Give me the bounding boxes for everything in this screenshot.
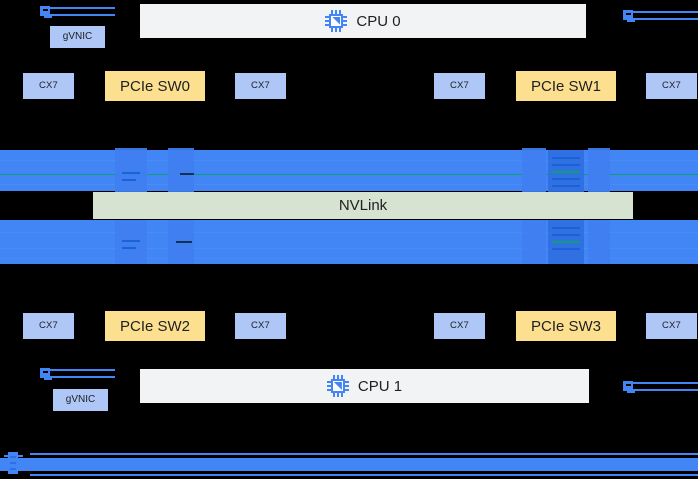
pcie-sw2-box: PCIe SW2 bbox=[105, 311, 205, 341]
network-card-tail bbox=[44, 378, 52, 380]
cpu1-box: CPU 1 bbox=[140, 369, 589, 403]
network-card-rail-bottom bbox=[632, 18, 698, 20]
network-card-notch bbox=[626, 13, 631, 15]
bus-connector-icon bbox=[4, 452, 28, 476]
cx7-bottom-3: CX7 bbox=[646, 313, 697, 339]
network-card-icon bbox=[623, 381, 633, 391]
gpu-module-bar bbox=[180, 173, 194, 175]
network-card-tail bbox=[627, 20, 635, 22]
cpu-chip-icon bbox=[326, 375, 349, 397]
cx7-top-1: CX7 bbox=[235, 73, 286, 99]
network-card-tail bbox=[627, 391, 635, 393]
gpu-module-upper-b bbox=[168, 148, 194, 192]
cpu-chip-icon bbox=[325, 10, 348, 32]
network-card-rail-top bbox=[632, 382, 698, 384]
gpu-module-bar bbox=[552, 241, 580, 243]
gpu-module-upper-a bbox=[115, 148, 147, 192]
network-bus-line-top bbox=[30, 453, 698, 455]
gpu-module-lower-c bbox=[522, 220, 546, 264]
gpu-module-lower-a bbox=[115, 220, 147, 264]
gpu-module-bar bbox=[552, 234, 580, 236]
gpu-module-bar bbox=[122, 240, 140, 242]
gvnic-icon-top-right bbox=[623, 8, 698, 24]
cpu0-box: CPU 0 bbox=[140, 4, 586, 38]
network-bus-bar bbox=[0, 458, 698, 471]
gvnic-icon-bottom-left bbox=[40, 366, 115, 382]
pcie-sw3-box: PCIe SW3 bbox=[516, 311, 616, 341]
network-card-rail-top bbox=[49, 369, 115, 371]
gpu-module-upper-c bbox=[522, 148, 546, 192]
network-card-icon bbox=[623, 10, 633, 20]
gvnic-icon-top-left bbox=[40, 4, 115, 20]
cx7-top-3: CX7 bbox=[646, 73, 697, 99]
network-card-icon bbox=[40, 6, 50, 16]
gpu-module-bar bbox=[552, 164, 580, 166]
gpu-module-bar bbox=[552, 171, 580, 173]
cx7-top-2: CX7 bbox=[434, 73, 485, 99]
gvnic-icon-bottom-right bbox=[623, 379, 698, 395]
network-card-tail bbox=[44, 16, 52, 18]
cpu1-label: CPU 1 bbox=[357, 377, 403, 395]
network-card-rail-bottom bbox=[632, 389, 698, 391]
cx7-bottom-0: CX7 bbox=[23, 313, 74, 339]
gpu-module-bar bbox=[122, 247, 136, 249]
pcie-sw1-box: PCIe SW1 bbox=[516, 71, 616, 101]
gpu-module-bar bbox=[552, 227, 580, 229]
pcie-sw0-box: PCIe SW0 bbox=[105, 71, 205, 101]
gpu-module-upper-e bbox=[588, 148, 610, 192]
gpu-module-bar bbox=[122, 179, 136, 181]
gpu-module-bar bbox=[176, 241, 192, 243]
cpu0-label: CPU 0 bbox=[356, 12, 401, 30]
gvnic-label-bottom-left: gVNIC bbox=[53, 389, 108, 411]
nvlink-box: NVLink bbox=[93, 192, 633, 219]
gpu-module-bar bbox=[122, 172, 140, 174]
network-card-rail-top bbox=[632, 11, 698, 13]
cx7-bottom-2: CX7 bbox=[434, 313, 485, 339]
network-card-rail-top bbox=[49, 7, 115, 9]
network-card-notch bbox=[43, 371, 48, 373]
network-card-icon bbox=[40, 368, 50, 378]
gpu-module-bar bbox=[552, 178, 580, 180]
gpu-module-lower-e bbox=[588, 220, 610, 264]
network-card-notch bbox=[626, 384, 631, 386]
network-card-rail-bottom bbox=[49, 376, 115, 378]
cx7-bottom-1: CX7 bbox=[235, 313, 286, 339]
gpu-module-bar bbox=[552, 157, 580, 159]
gpu-module-bar bbox=[552, 248, 580, 250]
network-card-notch bbox=[43, 9, 48, 11]
gpu-module-bar bbox=[552, 185, 580, 187]
cx7-top-0: CX7 bbox=[23, 73, 74, 99]
network-bus-line-bottom bbox=[30, 474, 698, 476]
network-card-rail-bottom bbox=[49, 14, 115, 16]
gvnic-label-top-left: gVNIC bbox=[50, 26, 105, 48]
